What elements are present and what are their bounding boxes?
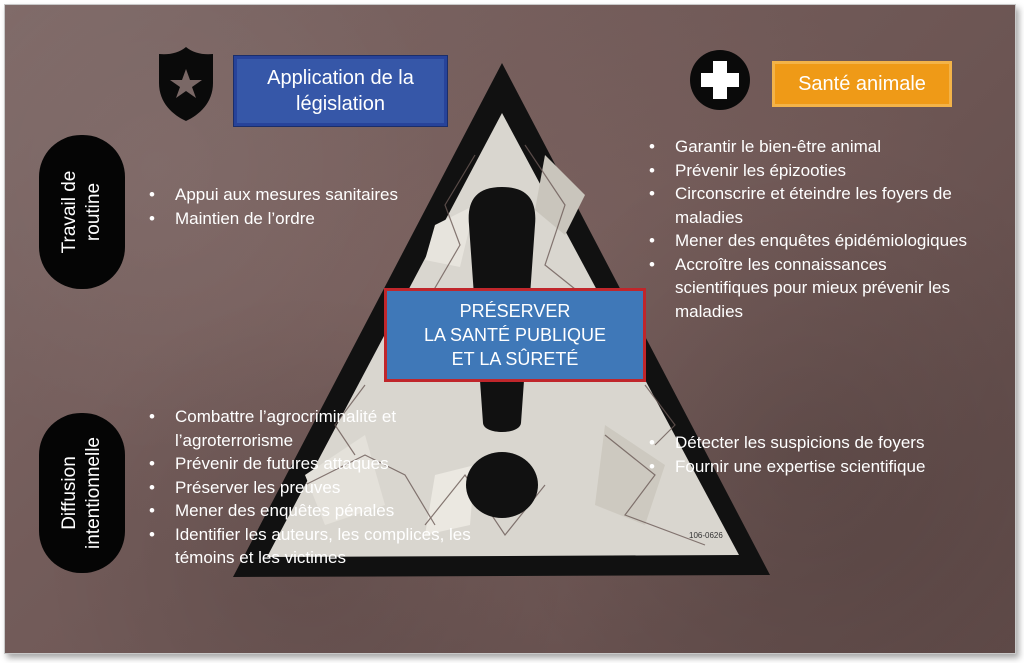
animal-health-label: Santé animale: [798, 73, 926, 95]
law-enforcement-label: Application de la législation: [267, 67, 414, 115]
peel-patch: [535, 155, 585, 235]
list-item: Prévenir de futures attaques: [149, 452, 499, 476]
police-badge-icon: [159, 47, 213, 121]
list-item: Combattre l’agrocriminalité et l’agroter…: [149, 405, 425, 452]
list-item: Appui aux mesures sanitaires: [149, 183, 449, 207]
list-item: Garantir le bien-être animal: [649, 135, 1015, 159]
routine-work-row-label: Travail de routine: [39, 135, 125, 289]
law-enforcement-header: Application de la législation: [234, 56, 447, 126]
intentional-spread-row-label: Diffusion intentionnelle: [39, 413, 125, 573]
routine-work-label: Travail de routine: [59, 170, 104, 254]
routine-law-list: Appui aux mesures sanitaires Maintien de…: [149, 183, 449, 230]
sign-label: 106-0626: [689, 531, 723, 540]
medical-cross-icon: [690, 50, 750, 110]
list-item: Accroître les connaissances scientifique…: [649, 253, 975, 324]
list-item: Mener des enquêtes épidémiologiques: [649, 229, 1015, 253]
list-item: Détecter les suspicions de foyers: [649, 431, 1009, 455]
list-item: Maintien de l’ordre: [149, 207, 449, 231]
animal-health-header: Santé animale: [772, 61, 952, 107]
intentional-health-list: Détecter les suspicions de foyers Fourni…: [649, 431, 1009, 478]
central-goal-line: LA SANTÉ PUBLIQUE: [423, 325, 607, 345]
peel-patch: [425, 205, 475, 267]
list-item: Prévenir les épizooties: [649, 159, 1015, 183]
list-item: Circonscrire et éteindre les foyers de m…: [649, 182, 975, 229]
central-goal-line: ET LA SÛRETÉ: [451, 349, 579, 369]
list-item: Mener des enquêtes pénales: [149, 499, 499, 523]
list-item: Identifier les auteurs, les complices, l…: [149, 523, 495, 570]
routine-health-list: Garantir le bien-être animal Prévenir le…: [649, 135, 1015, 324]
intentional-spread-label: Diffusion intentionnelle: [59, 437, 105, 549]
central-goal-line: PRÉSERVER: [459, 301, 571, 321]
peel-patch: [595, 425, 665, 525]
intentional-law-list: Combattre l’agrocriminalité et l’agroter…: [149, 405, 499, 570]
diagram-frame: 106-0626 Application de la législation S…: [4, 4, 1016, 654]
list-item: Fournir une expertise scientifique: [649, 455, 1009, 479]
list-item: Préserver les preuves: [149, 476, 499, 500]
central-goal-box: PRÉSERVER LA SANTÉ PUBLIQUE ET LA SÛRETÉ: [384, 288, 646, 382]
